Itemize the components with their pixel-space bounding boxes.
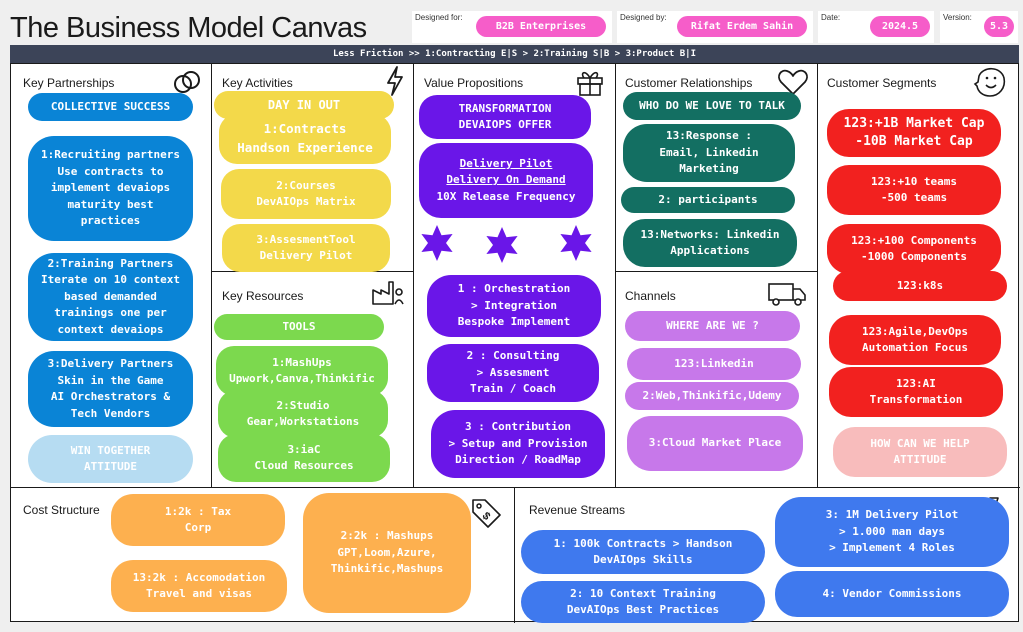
- banner: Less Friction >> 1:Contracting E|S > 2:T…: [10, 45, 1019, 63]
- star-icon: [486, 227, 518, 263]
- kr-studio[interactable]: 2:Studio Gear,Workstations: [218, 390, 388, 438]
- kp-delivery-partners[interactable]: 3:Delivery Partners Skin in the Game AI …: [28, 351, 193, 427]
- kp-collective-success[interactable]: COLLECTIVE SUCCESS: [28, 93, 193, 121]
- designed-for-box: Designed for: B2B Enterprises: [412, 11, 612, 43]
- designed-for-value[interactable]: B2B Enterprises: [476, 16, 606, 37]
- rev-context-training[interactable]: 2: 10 Context Training DevAIOps Best Pra…: [521, 581, 765, 623]
- cr-networks[interactable]: 13:Networks: Linkedin Applications: [623, 219, 797, 267]
- rev-contracts[interactable]: 1: 100k Contracts > Handson DevAIOps Ski…: [521, 530, 765, 574]
- vp-transformation-offer[interactable]: TRANSFORMATION DEVAIOPS OFFER: [419, 95, 591, 139]
- divider: [211, 64, 212, 487]
- cost-accomodation[interactable]: 13:2k : Accomodation Travel and visas: [111, 560, 287, 612]
- version-label: Version:: [943, 13, 972, 22]
- value-propositions-title: Value Propositions: [424, 76, 524, 90]
- revenue-streams-title: Revenue Streams: [529, 503, 626, 517]
- gift-icon: [577, 71, 603, 96]
- kp-recruiting-partners[interactable]: 1:Recruiting partners Use contracts to i…: [28, 136, 193, 241]
- vp-delivery-pilot[interactable]: Delivery Pilot Delivery On Demand 10X Re…: [419, 143, 593, 218]
- smiley-icon: [973, 67, 1006, 97]
- vp-orchestration[interactable]: 1 : Orchestration > Integration Bespoke …: [427, 275, 601, 337]
- vp-delivery-on-demand-link[interactable]: Delivery On Demand: [446, 173, 566, 187]
- cost-mashups[interactable]: 2:2k : Mashups GPT,Loom,Azure, Thinkific…: [303, 493, 471, 613]
- divider: [615, 271, 817, 272]
- channels-title: Channels: [625, 289, 676, 303]
- kr-iac[interactable]: 3:iaC Cloud Resources: [218, 434, 390, 482]
- star-icon: [560, 225, 592, 261]
- star-icon: [421, 225, 453, 261]
- ka-courses[interactable]: 2:Courses DevAIOps Matrix: [221, 169, 391, 219]
- divider: [817, 64, 818, 487]
- cs-components[interactable]: 123:+100 Components -1000 Components: [827, 224, 1001, 274]
- truck-icon: [768, 283, 806, 306]
- divider: [413, 64, 414, 487]
- date-box: Date: 2024.5: [818, 11, 934, 43]
- date-label: Date:: [821, 13, 841, 22]
- key-activities-title: Key Activities: [222, 76, 293, 90]
- kr-tools[interactable]: TOOLS: [214, 314, 384, 340]
- vp-release-frequency: 10X Release Frequency: [436, 189, 576, 203]
- date-value[interactable]: 2024.5: [870, 16, 930, 37]
- cost-structure-title: Cost Structure: [23, 503, 100, 517]
- designed-by-label: Designed by:: [620, 13, 667, 22]
- ka-contracts[interactable]: 1:Contracts Handson Experience: [219, 114, 391, 164]
- cr-response[interactable]: 13:Response : Email, Linkedin Marketing: [623, 124, 795, 182]
- kr-mashups[interactable]: 1:MashUps Upwork,Canva,Thinkific: [216, 346, 388, 396]
- factory-icon: [372, 281, 404, 305]
- cs-how-can-we-help[interactable]: HOW CAN WE HELP ATTITUDE: [833, 427, 1007, 477]
- cs-ai-transformation[interactable]: 123:AI Transformation: [829, 367, 1003, 417]
- kp-win-together[interactable]: WIN TOGETHER ATTITUDE: [28, 435, 193, 483]
- heart-icon: [778, 69, 808, 95]
- customer-segments-title: Customer Segments: [827, 76, 937, 90]
- cr-who-we-love[interactable]: WHO DO WE LOVE TO TALK: [623, 92, 801, 120]
- ch-web[interactable]: 2:Web,Thinkific,Udemy: [625, 382, 799, 410]
- cs-k8s[interactable]: 123:k8s: [833, 271, 1007, 301]
- kp-training-partners[interactable]: 2:Training Partners Iterate on 10 contex…: [28, 253, 193, 341]
- ch-where-are-we[interactable]: WHERE ARE WE ?: [625, 311, 800, 341]
- designed-for-label: Designed for:: [415, 13, 463, 22]
- ch-linkedin[interactable]: 123:Linkedin: [627, 348, 801, 380]
- rev-delivery-pilot[interactable]: 3: 1M Delivery Pilot > 1.000 man days > …: [775, 497, 1009, 567]
- rev-vendor-commissions[interactable]: 4: Vendor Commissions: [775, 571, 1009, 617]
- key-partnerships-title: Key Partnerships: [23, 76, 115, 90]
- key-resources-title: Key Resources: [222, 289, 304, 303]
- customer-relationships-title: Customer Relationships: [625, 76, 753, 90]
- price-tag-icon: $: [472, 499, 501, 528]
- canvas: Key Partnerships Key Activities Key Reso…: [10, 63, 1020, 623]
- vp-consulting[interactable]: 2 : Consulting > Assesment Train / Coach: [427, 344, 599, 402]
- designed-by-value[interactable]: Rifat Erdem Sahin: [677, 16, 807, 37]
- vp-contribution[interactable]: 3 : Contribution > Setup and Provision D…: [431, 410, 605, 478]
- ka-assesment-tool[interactable]: 3:AssesmentTool Delivery Pilot: [222, 224, 390, 272]
- cr-participants[interactable]: 2: participants: [621, 187, 795, 213]
- designed-by-box: Designed by: Rifat Erdem Sahin: [617, 11, 813, 43]
- version-box: Version: 5.3: [940, 11, 1018, 43]
- divider: [11, 487, 1020, 488]
- cs-teams[interactable]: 123:+10 teams -500 teams: [827, 165, 1001, 215]
- divider: [514, 487, 515, 623]
- cost-tax[interactable]: 1:2k : Tax Corp: [111, 494, 285, 546]
- lightning-icon: [387, 66, 403, 96]
- version-value[interactable]: 5.3: [984, 16, 1014, 37]
- cs-market-cap[interactable]: 123:+1B Market Cap -10B Market Cap: [827, 109, 1001, 157]
- cs-agile-devops[interactable]: 123:Agile,DevOps Automation Focus: [829, 315, 1001, 365]
- vp-delivery-pilot-link[interactable]: Delivery Pilot: [459, 156, 553, 170]
- divider: [615, 64, 616, 487]
- ch-cloud-market[interactable]: 3:Cloud Market Place: [627, 416, 803, 471]
- link-icon: [174, 71, 200, 93]
- page-title: The Business Model Canvas: [10, 12, 367, 44]
